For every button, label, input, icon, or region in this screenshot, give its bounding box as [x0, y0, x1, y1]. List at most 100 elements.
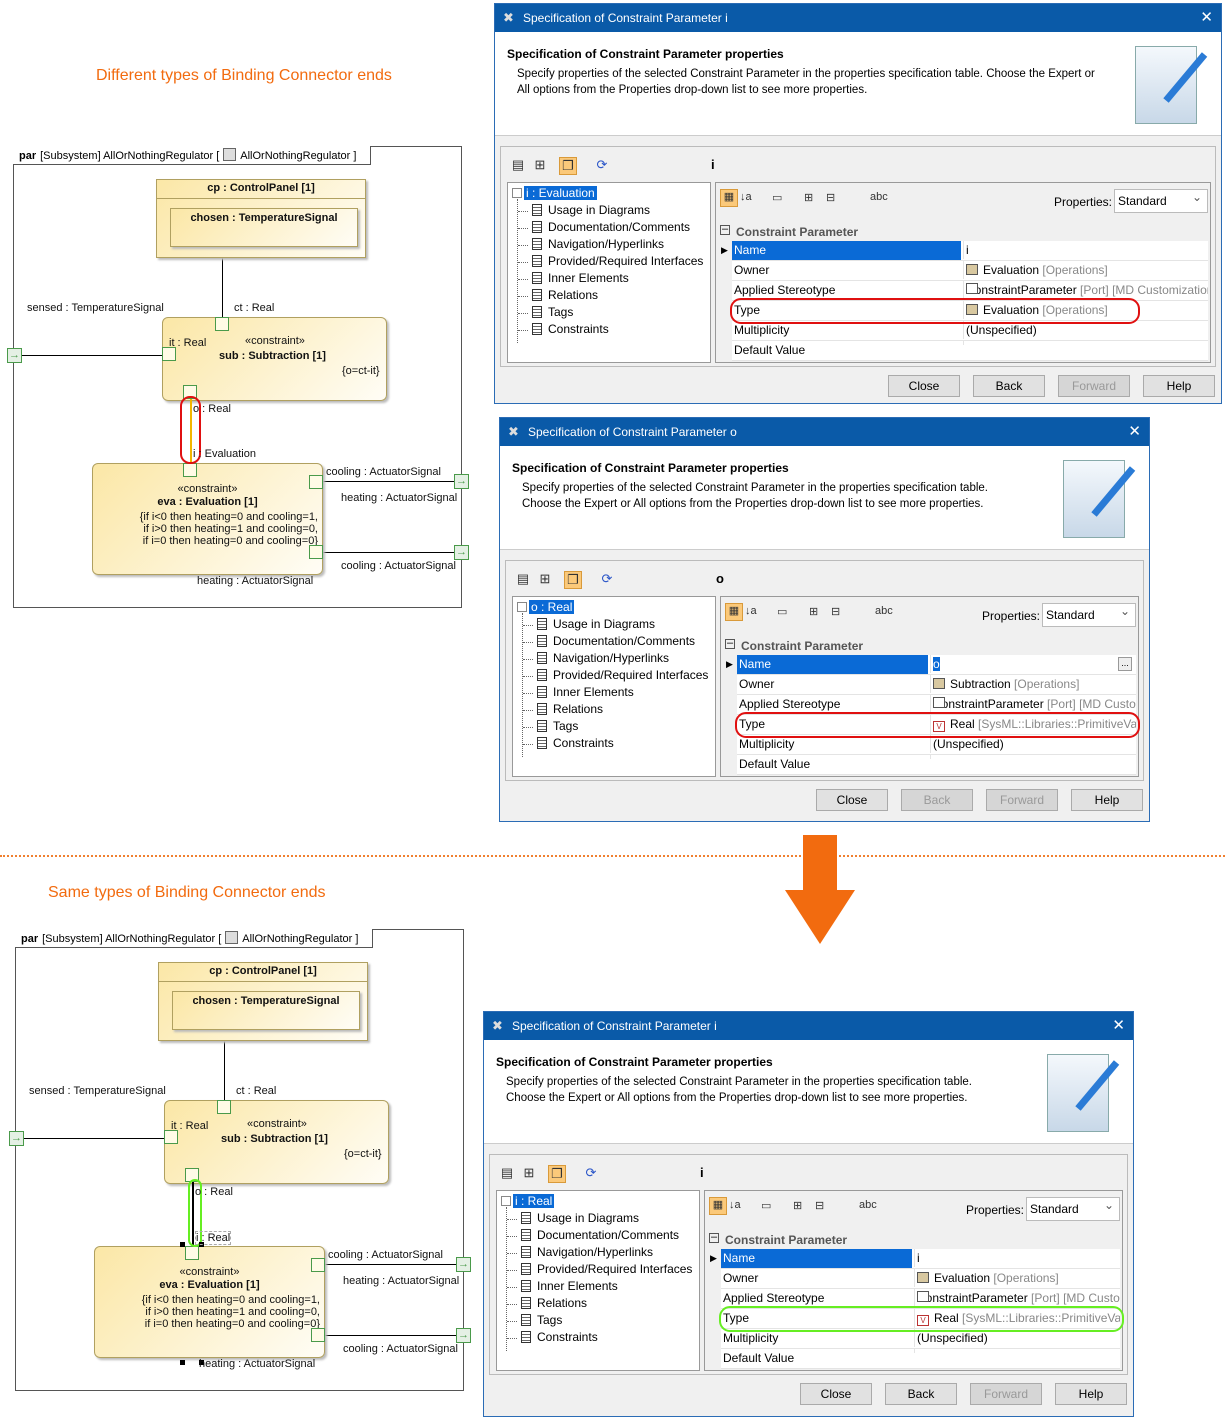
tree-item[interactable]: Relations [517, 288, 598, 302]
collapse-all-icon[interactable]: ⊟ [826, 192, 836, 204]
property-row[interactable]: Default Value [737, 755, 1136, 775]
collapse-all-icon[interactable]: ⊟ [831, 606, 841, 618]
property-value[interactable]: (Unspecified) [963, 321, 1208, 339]
group-collapse-icon[interactable]: – [725, 637, 735, 649]
port-heating[interactable] [311, 1328, 325, 1342]
description-icon[interactable]: ▭ [777, 606, 788, 618]
properties-dropdown[interactable]: Standard [1026, 1197, 1120, 1221]
tree-item[interactable]: Usage in Diagrams [506, 1211, 639, 1225]
categorized-view-icon[interactable]: ▦ [709, 1197, 727, 1215]
group-collapse-icon[interactable]: – [720, 223, 730, 235]
table-view-icon[interactable]: ▤ [500, 1165, 514, 1180]
tree-item[interactable]: Tags [522, 719, 578, 733]
table-view-icon[interactable]: ▤ [511, 157, 525, 172]
tree-item[interactable]: Navigation/Hyperlinks [506, 1245, 653, 1259]
refresh-icon[interactable]: ⟳ [601, 571, 613, 586]
panel-toggle-icon[interactable]: ❐ [564, 571, 582, 589]
tree-item[interactable]: Tags [506, 1313, 562, 1327]
tree-item[interactable]: Constraints [523, 736, 614, 750]
tree-item[interactable]: Constraints [507, 1330, 598, 1344]
table-view-icon[interactable]: ▤ [516, 571, 530, 586]
sort-alpha-icon[interactable]: ↓a [740, 191, 752, 203]
properties-dropdown[interactable]: Standard [1114, 189, 1208, 213]
property-value[interactable]: i [914, 1249, 1120, 1267]
close-button[interactable]: Close [888, 375, 960, 397]
tree-item[interactable]: Documentation/Comments [506, 1228, 679, 1242]
description-icon[interactable]: ▭ [761, 1200, 772, 1212]
port-it[interactable] [162, 347, 176, 361]
frame-port-cooling[interactable]: → [456, 1257, 471, 1272]
expand-all-icon[interactable]: ⊞ [793, 1200, 803, 1212]
property-value[interactable]: o [930, 655, 1136, 673]
property-value[interactable] [930, 755, 1136, 759]
port-o[interactable] [183, 385, 197, 399]
port-it[interactable] [164, 1130, 178, 1144]
property-row[interactable]: Multiplicity(Unspecified) [732, 321, 1208, 341]
tree-item[interactable]: Provided/Required Interfaces [506, 1262, 692, 1276]
tree-view-icon[interactable]: ⊞ [539, 571, 551, 586]
panel-toggle-icon[interactable]: ❐ [548, 1165, 566, 1183]
back-button[interactable]: Back [885, 1383, 957, 1405]
tree-item[interactable]: Relations [522, 702, 603, 716]
categorized-view-icon[interactable]: ▦ [720, 189, 738, 207]
close-button[interactable]: Close [800, 1383, 872, 1405]
property-row[interactable]: Default Value [721, 1349, 1120, 1369]
tree-view-icon[interactable]: ⊞ [534, 157, 546, 172]
tree-item[interactable]: Constraints [518, 322, 609, 336]
edit-ellipsis-button[interactable]: ... [1118, 657, 1132, 671]
port-ct[interactable] [215, 317, 229, 331]
tree-item[interactable]: Tags [517, 305, 573, 319]
tree-item[interactable]: Navigation/Hyperlinks [517, 237, 664, 251]
tree-root[interactable]: i : Evaluation [512, 186, 597, 200]
selection-handle[interactable] [180, 1360, 185, 1365]
property-row[interactable]: Default Value [732, 341, 1208, 361]
tree-root-label[interactable]: o : Real [529, 600, 575, 614]
port-heating[interactable] [309, 545, 323, 559]
port-i[interactable] [185, 1246, 199, 1260]
property-value[interactable]: ConstraintParameter [Port] [MD Customiza… [930, 695, 1136, 713]
help-button[interactable]: Help [1143, 375, 1215, 397]
categorized-view-icon[interactable]: ▦ [725, 603, 743, 621]
spelling-icon[interactable]: abc [870, 191, 888, 203]
tree-root[interactable]: o : Real [517, 600, 575, 614]
property-value[interactable] [914, 1349, 1120, 1353]
frame-port-sensed[interactable]: → [7, 348, 22, 363]
tree-root-label[interactable]: i : Real [513, 1194, 555, 1208]
tree-item[interactable]: Usage in Diagrams [522, 617, 655, 631]
constraint-eva[interactable]: «constraint»eva : Evaluation [1]{if i<0 … [92, 463, 323, 575]
frame-port-cooling[interactable]: → [454, 474, 469, 489]
property-value[interactable]: Evaluation [Operations] [963, 261, 1208, 279]
binding-connector[interactable] [192, 1182, 194, 1246]
tree-item[interactable]: Documentation/Comments [517, 220, 690, 234]
refresh-icon[interactable]: ⟳ [596, 157, 608, 172]
property-value[interactable]: ConstraintParameter [Port] [MD Customiza… [914, 1289, 1120, 1307]
close-icon[interactable]: ✕ [1200, 9, 1213, 26]
tree-item[interactable]: Inner Elements [523, 685, 634, 699]
property-row[interactable]: Multiplicity(Unspecified) [721, 1329, 1120, 1349]
part-cp[interactable]: cp : ControlPanel [1]chosen : Temperatur… [158, 962, 368, 1041]
tree-item[interactable]: Inner Elements [507, 1279, 618, 1293]
sort-alpha-icon[interactable]: ↓a [745, 605, 757, 617]
constraint-sub[interactable]: «constraint»sub : Subtraction [1]{o=ct-i… [164, 1100, 389, 1184]
frame-port-sensed[interactable]: → [9, 1131, 24, 1146]
selection-handle[interactable] [180, 1242, 185, 1247]
part-chosen[interactable]: chosen : TemperatureSignal [172, 991, 360, 1030]
tree-view-icon[interactable]: ⊞ [523, 1165, 535, 1180]
frame-port-heating[interactable]: → [456, 1328, 471, 1343]
panel-toggle-icon[interactable]: ❐ [559, 157, 577, 175]
frame-port-heating[interactable]: → [454, 545, 469, 560]
description-icon[interactable]: ▭ [772, 192, 783, 204]
property-value[interactable]: ConstraintParameter [Port] [MD Customiza… [963, 281, 1208, 299]
port-cooling[interactable] [311, 1258, 325, 1272]
refresh-icon[interactable]: ⟳ [585, 1165, 597, 1180]
